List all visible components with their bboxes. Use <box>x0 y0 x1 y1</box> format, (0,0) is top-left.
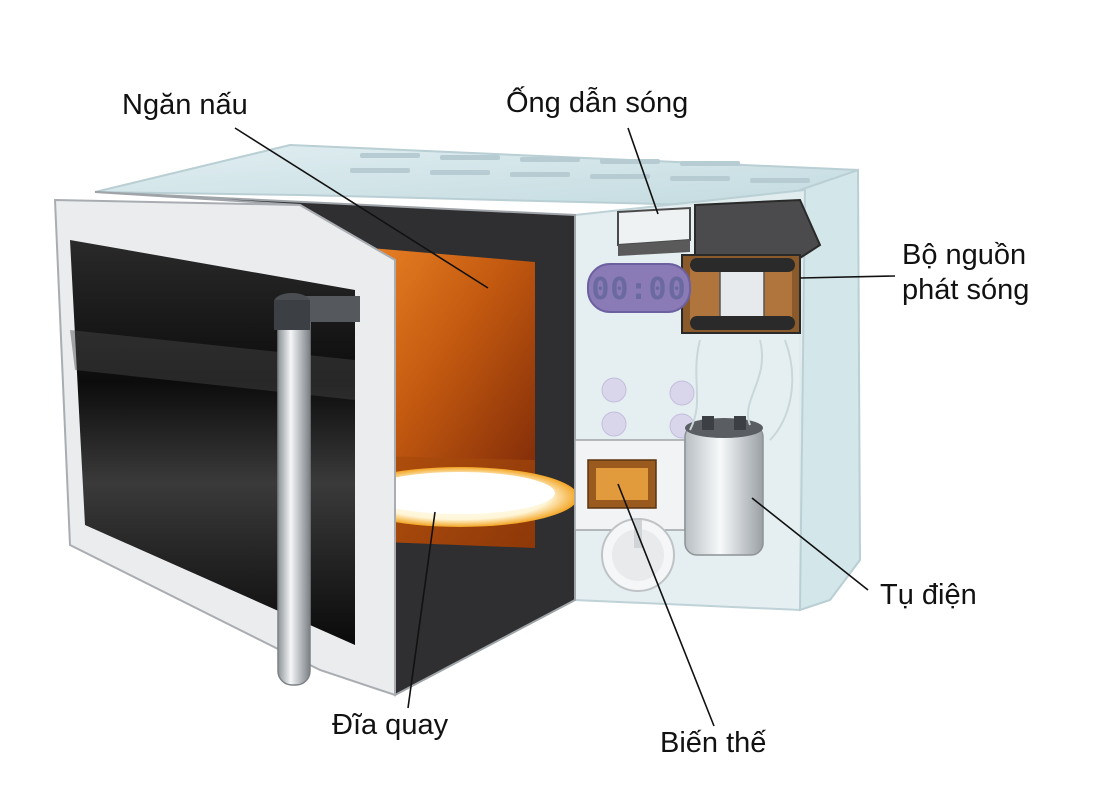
label-magnetron-line2: phát sóng <box>902 273 1030 306</box>
label-transformer: Biến thế <box>660 727 767 759</box>
leader-turntable <box>407 511 436 709</box>
capacitor <box>684 416 764 556</box>
display-time: 00:00 <box>591 272 686 307</box>
leader-capacitor <box>751 497 869 591</box>
label-capacitor: Tụ điện <box>880 579 977 611</box>
top-vents <box>350 153 810 183</box>
label-cooking-chamber: Ngăn nấu <box>122 89 248 121</box>
dial-knob <box>601 518 675 592</box>
turntable-plate-center <box>365 472 555 514</box>
leader-waveguide <box>627 127 659 215</box>
digital-display: 00:00 <box>587 263 691 313</box>
label-waveguide: Ống dẫn sóng <box>506 87 689 119</box>
leader-cooking-chamber <box>234 127 489 289</box>
leader-transformer <box>617 483 715 727</box>
waveguide-box <box>617 206 691 256</box>
internal-wires <box>689 339 794 441</box>
transformer <box>574 439 686 531</box>
label-turntable: Đĩa quay <box>332 709 449 741</box>
label-magnetron-line1: Bộ nguồn <box>902 239 1027 271</box>
label-magnetron: Bộ nguồn phát sóng <box>902 238 1029 308</box>
magnetron <box>681 198 822 334</box>
leader-magnetron <box>799 275 896 279</box>
door-handle <box>274 293 360 686</box>
leader-lines <box>234 127 896 727</box>
